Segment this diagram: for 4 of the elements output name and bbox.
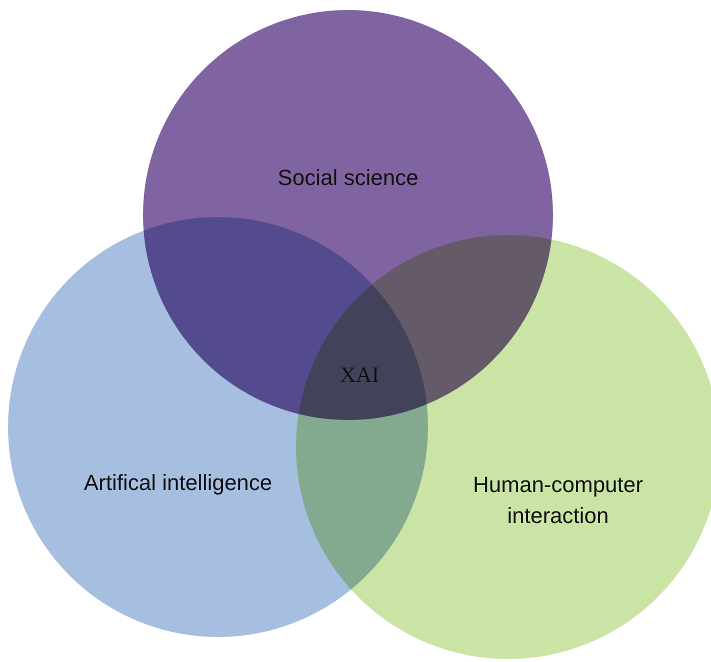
circle-label: Artifical intelligence: [82, 469, 274, 497]
circle-label: Human-computer interaction: [472, 471, 644, 530]
intersection-label: XAI: [340, 362, 380, 388]
circle-label: Social science: [276, 164, 420, 192]
